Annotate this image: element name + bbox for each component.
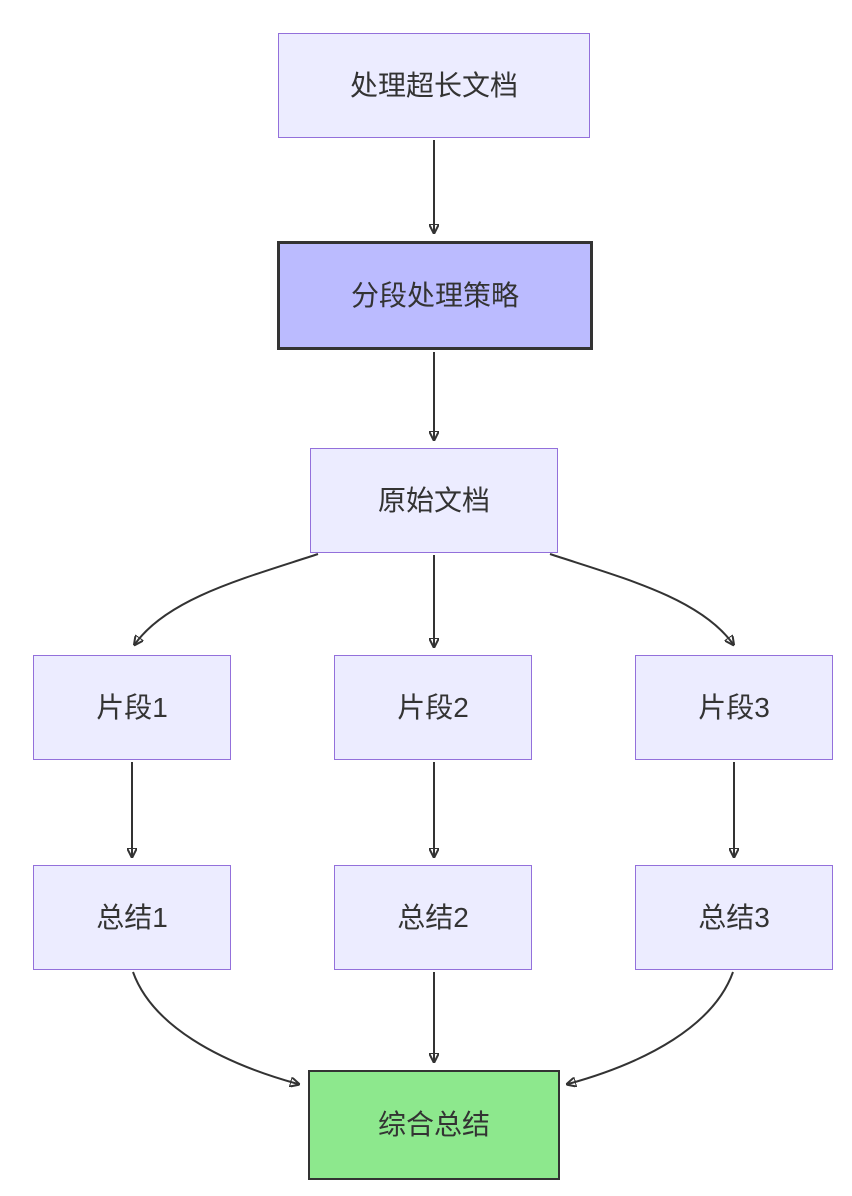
node-summary-3: 总结3: [635, 865, 833, 970]
node-label: 总结3: [698, 901, 770, 933]
edge-g-j: [132, 971, 298, 1084]
node-fragment-3: 片段3: [635, 655, 833, 760]
node-label: 总结2: [397, 901, 469, 933]
edge-c-d: [135, 553, 319, 644]
node-segmented-strategy: 分段处理策略: [277, 241, 593, 350]
node-original-document: 原始文档: [310, 448, 558, 553]
node-label: 总结1: [96, 901, 168, 933]
node-label: 综合总结: [377, 1109, 490, 1141]
node-process-long-document: 处理超长文档: [278, 33, 590, 138]
node-label: 分段处理策略: [350, 279, 519, 311]
node-summary-1: 总结1: [33, 865, 231, 970]
node-fragment-1: 片段1: [33, 655, 231, 760]
node-label: 片段2: [397, 691, 469, 723]
node-final-summary: 综合总结: [308, 1070, 560, 1180]
node-label: 片段3: [698, 691, 770, 723]
node-fragment-2: 片段2: [334, 655, 532, 760]
node-label: 片段1: [96, 691, 168, 723]
node-label: 原始文档: [377, 484, 490, 516]
node-label: 处理超长文档: [349, 69, 518, 101]
edge-i-j: [568, 971, 734, 1084]
node-summary-2: 总结2: [334, 865, 532, 970]
edge-c-f: [549, 553, 733, 644]
